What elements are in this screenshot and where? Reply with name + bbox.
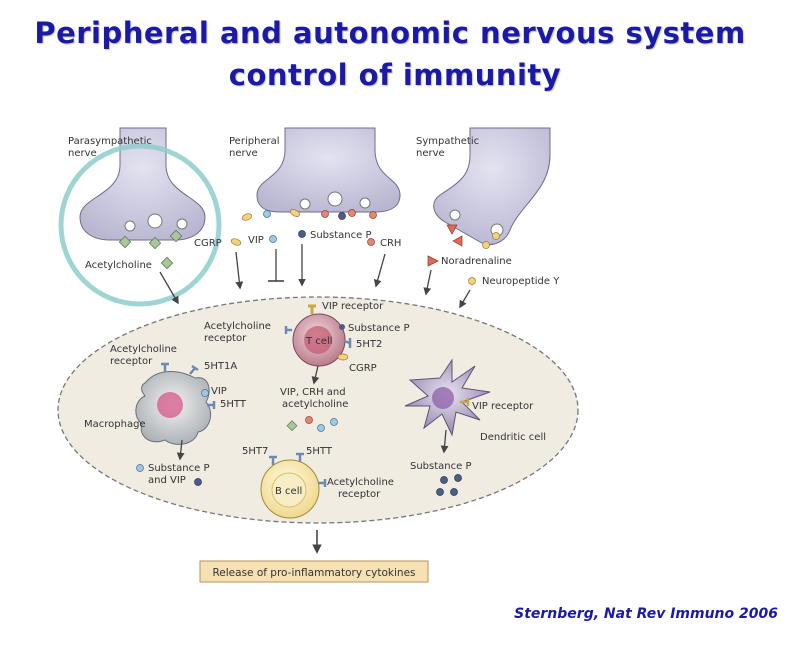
tcell-vip-receptor-label: VIP receptor: [322, 301, 384, 312]
t-cell: T cell: [284, 304, 352, 367]
peripheral-label-2: nerve: [229, 148, 258, 159]
dendritic-cell: [404, 358, 491, 437]
tcell-ach-receptor-label-1: Acetylcholine: [204, 321, 271, 332]
mac-5htt-label: 5HTT: [220, 399, 247, 410]
acetylcholine-label: Acetylcholine: [85, 260, 152, 271]
acetylcholine-molecules: [118, 229, 183, 270]
parasympathetic-nerve: [79, 127, 206, 241]
dendritic-vip-receptor-label: VIP receptor: [472, 401, 534, 412]
tcell-substance-p-label: Substance P: [348, 323, 410, 334]
peripheral-molecules: [230, 209, 377, 246]
substance-p-label: Substance P: [310, 230, 372, 241]
mac-5ht1a-label: 5HT1A: [204, 361, 237, 372]
vip-label: VIP: [248, 235, 264, 246]
mac-released-label-2: and VIP: [148, 475, 186, 486]
tcell-cgrp-label: CGRP: [349, 363, 377, 374]
bcell-5htt-label: 5HTT: [306, 446, 333, 457]
bcell-ach-receptor-label-1: Acetylcholine: [327, 477, 394, 488]
mac-vip-label: VIP: [211, 386, 227, 397]
bcell-ach-receptor-label-2: receptor: [338, 489, 381, 500]
dendritic-cell-label: Dendritic cell: [480, 432, 546, 443]
output-box: [199, 560, 429, 583]
immune-arena: [57, 296, 579, 524]
macrophage-label: Macrophage: [84, 419, 146, 430]
slide-title-line1: Peripheral and autonomic nervous system: [34, 16, 746, 50]
mac-released-molecules: [136, 464, 202, 486]
citation: Sternberg, Nat Rev Immuno 2006: [514, 606, 778, 622]
tcell-ach-receptor-label-2: receptor: [204, 333, 247, 344]
cgrp-label: CGRP: [194, 238, 222, 249]
neuropeptide-y-label: Neuropeptide Y: [482, 276, 560, 287]
tcell-released-label-2: acetylcholine: [282, 399, 348, 410]
bcell-5ht7-label: 5HT7: [242, 446, 268, 457]
peripheral-nerve: [256, 127, 401, 213]
mac-released-label-1: Substance P: [148, 463, 210, 474]
crh-label: CRH: [380, 238, 401, 249]
parasympathetic-label-1: Parasympathetic: [68, 136, 152, 147]
b-cell-label: B cell: [275, 486, 302, 497]
tcell-released-molecules: [286, 416, 338, 432]
sympathetic-molecules: [427, 224, 500, 285]
output-label: Release of pro-inflammatory cytokines: [212, 567, 415, 579]
tcell-released-label-1: VIP, CRH and: [280, 387, 346, 398]
highlight-circle: [58, 143, 222, 307]
dendritic-released-label: Substance P: [410, 461, 472, 472]
mac-ach-receptor-label-2: receptor: [110, 356, 153, 367]
t-cell-label: T cell: [305, 336, 333, 347]
sympathetic-nerve: [433, 127, 551, 245]
sympathetic-label-1: Sympathetic: [416, 136, 479, 147]
b-cell: B cell: [260, 452, 327, 519]
tcell-5ht2-label: 5HT2: [356, 339, 382, 350]
slide-title-line2: control of immunity: [228, 58, 562, 92]
dendritic-released-molecules: [436, 474, 462, 496]
peripheral-label-1: Peripheral: [229, 136, 280, 147]
macrophage: [135, 362, 216, 445]
parasympathetic-label-2: nerve: [68, 148, 97, 159]
mac-ach-receptor-label-1: Acetylcholine: [110, 344, 177, 355]
sympathetic-label-2: nerve: [416, 148, 445, 159]
noradrenaline-label: Noradrenaline: [441, 256, 512, 267]
